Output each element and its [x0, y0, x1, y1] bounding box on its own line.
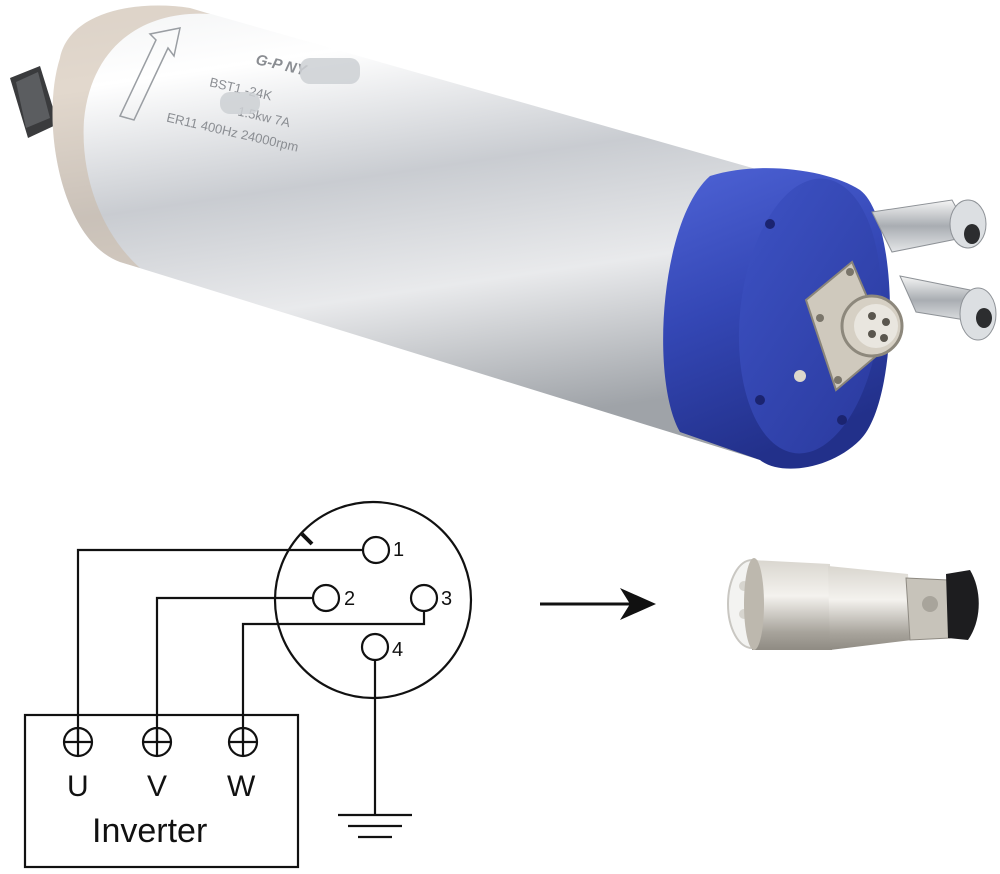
connector-outline: [273, 500, 473, 700]
terminal-v-icon: [141, 726, 173, 758]
pin-3: [409, 583, 439, 613]
inverter-label: Inverter: [92, 812, 207, 850]
pin-1-label: 1: [393, 539, 404, 561]
terminal-w-label: W: [227, 770, 256, 803]
wire-u: [76, 548, 363, 742]
terminal-u-icon: [62, 726, 94, 758]
pin-2: [311, 583, 341, 613]
inverter-box: [23, 713, 300, 869]
pin-3-label: 3: [441, 588, 452, 610]
wiring-schematic: [23, 500, 473, 869]
pin-4: [360, 632, 390, 662]
collet-nut: [10, 66, 58, 138]
pin-4-label: 4: [392, 639, 403, 661]
spindle-body: [52, 5, 830, 461]
terminal-w-icon: [227, 726, 259, 758]
coolant-fittings: [871, 199, 997, 341]
ground-icon: [338, 813, 412, 839]
wire-w: [241, 611, 426, 742]
wire-v: [155, 596, 313, 742]
rotation-arrow-icon: [118, 27, 181, 121]
terminal-u-label: U: [67, 770, 89, 803]
spindle-connector-socket: [794, 260, 904, 392]
pin-1: [361, 535, 391, 565]
aviation-plug-icon: [727, 558, 979, 650]
pin-2-label: 2: [344, 588, 355, 610]
terminal-v-label: V: [147, 770, 167, 803]
spindle-motor: G-P NY BST1 -24K 1.5kw 7A ER11 400Hz 240…: [10, 5, 997, 469]
right-arrow-icon: [540, 588, 656, 620]
